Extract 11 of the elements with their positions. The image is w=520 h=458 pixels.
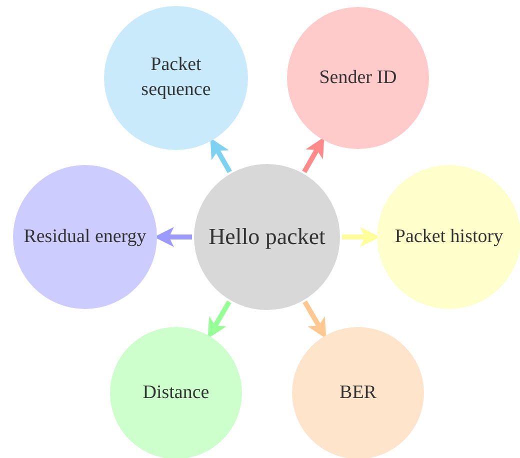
circle-label: Hello packet: [208, 223, 326, 252]
circle-label: Packet sequence: [140, 53, 212, 102]
circle-label: Residual energy: [24, 224, 146, 249]
arrow: [210, 138, 232, 174]
circle-label: Distance: [142, 380, 210, 405]
arrow: [208, 300, 232, 339]
arrow: [302, 300, 326, 339]
circle-label: Packet history: [394, 224, 504, 249]
circle-label: Sender ID: [319, 66, 397, 90]
arrow: [302, 137, 324, 174]
circle-label: BER: [340, 380, 376, 405]
